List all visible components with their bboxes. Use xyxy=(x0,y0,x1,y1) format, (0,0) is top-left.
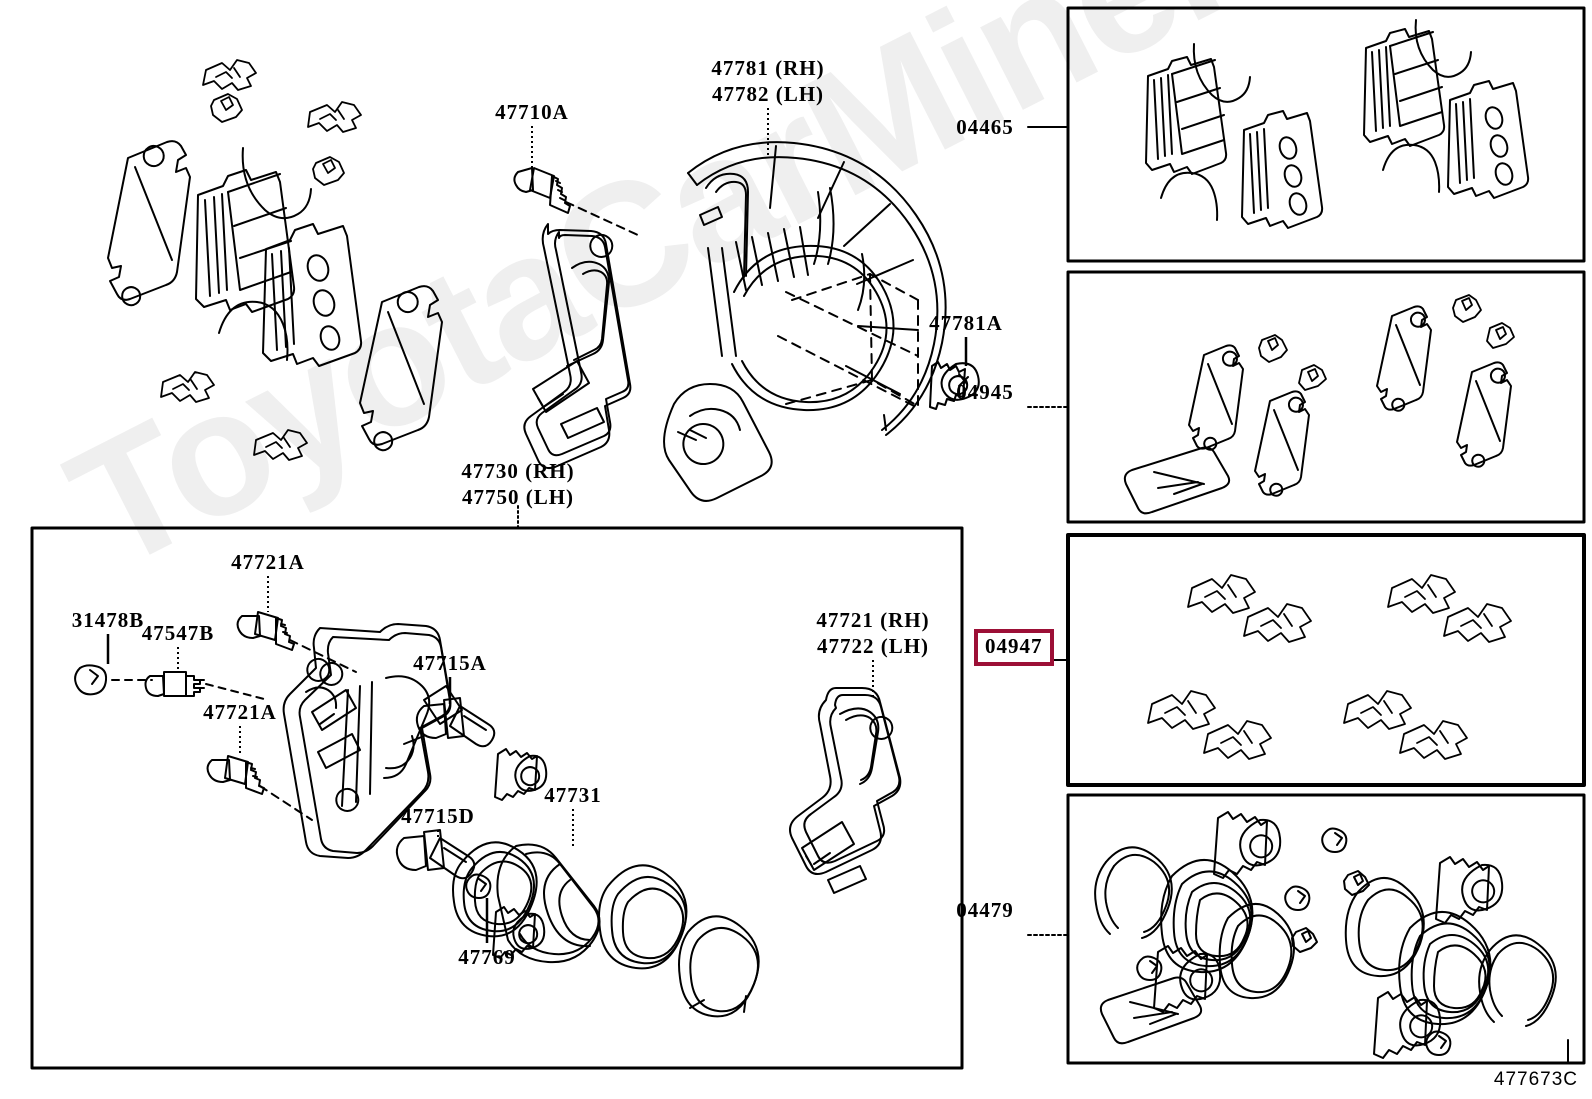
label-47769: 47769 xyxy=(458,945,516,969)
label-47721a-top: 47721A xyxy=(231,550,305,574)
label-31478b: 31478B xyxy=(71,608,145,632)
panel-code-04945[interactable]: 04945 xyxy=(956,380,1014,404)
label-47731: 47731 xyxy=(544,783,602,807)
label-47781-rh: 47781 (RH) xyxy=(711,56,825,80)
label-47710a: 47710A xyxy=(495,100,569,124)
label-47750-lh: 47750 (LH) xyxy=(461,485,575,509)
label-47715a: 47715A xyxy=(413,651,487,675)
label-47721-rh: 47721 (RH) xyxy=(816,608,930,632)
label-47730-rh: 47730 (RH) xyxy=(461,459,575,483)
panel-code-04479[interactable]: 04479 xyxy=(956,898,1014,922)
label-47547b: 47547B xyxy=(141,621,215,645)
label-47715d: 47715D xyxy=(401,804,475,828)
panel-code-04947-highlighted[interactable]: 04947 xyxy=(974,629,1054,666)
label-47781a: 47781A xyxy=(929,311,1003,335)
label-47782-lh: 47782 (LH) xyxy=(711,82,825,106)
diagram-footer-code: 477673C xyxy=(1493,1069,1578,1090)
label-47722-lh: 47722 (LH) xyxy=(816,634,930,658)
panel-code-04465[interactable]: 04465 xyxy=(956,115,1014,139)
label-47721a-bottom: 47721A xyxy=(203,700,277,724)
